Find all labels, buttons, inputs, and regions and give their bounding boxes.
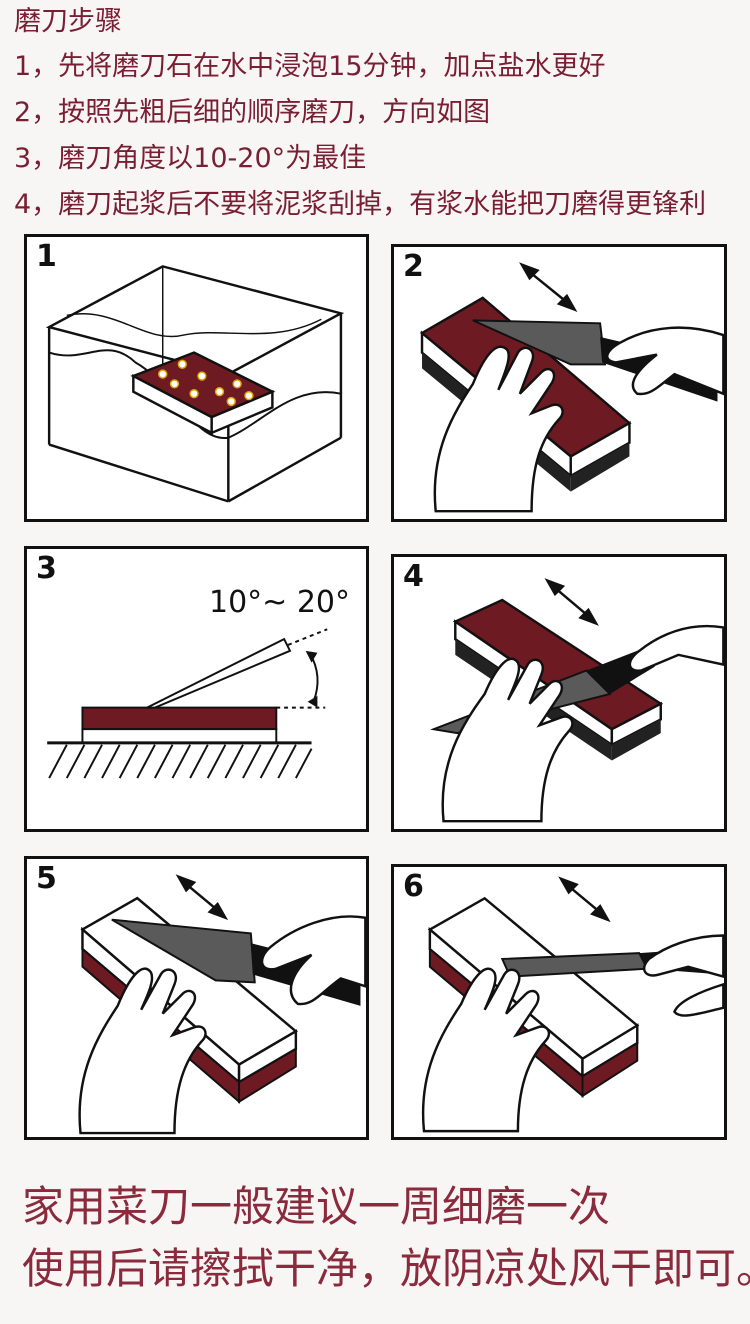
- double-arrow-icon: [544, 578, 599, 626]
- care-notes: 家用菜刀一般建议一周细磨一次 使用后请擦拭干净，放阴凉处风干即可。: [22, 1176, 750, 1300]
- panel-1-soak: 1: [24, 234, 369, 522]
- care-note-line-2: 使用后请擦拭干净，放阴凉处风干即可。: [22, 1244, 750, 1293]
- panel-6-sharpen: 6: [391, 864, 727, 1140]
- panel-number: 1: [36, 239, 57, 274]
- angle-range-label: 10°~ 20°: [209, 585, 351, 620]
- panel-number: 5: [36, 861, 57, 896]
- step-2-text: 2，按照先粗后细的顺序磨刀，方向如图: [14, 97, 491, 128]
- sharpen-finish-illustration: [421, 876, 724, 1133]
- angle-diagram: [47, 628, 328, 779]
- panel-5-sharpen: 5: [24, 856, 369, 1140]
- panel-number: 3: [36, 551, 57, 586]
- care-note-line-1: 家用菜刀一般建议一周细磨一次: [22, 1182, 611, 1231]
- panel-4-sharpen: 4: [391, 554, 727, 832]
- panel-number: 6: [403, 869, 424, 904]
- double-arrow-icon: [519, 262, 578, 312]
- sharpen-fine-illustration: [430, 578, 724, 823]
- soaking-stone: [130, 351, 276, 435]
- step-3-text: 3，磨刀角度以10-20°为最佳: [14, 143, 367, 174]
- soak-illustration: [45, 265, 345, 503]
- sharpen-fine-side-illustration: [78, 874, 366, 1135]
- hand-right: [260, 915, 366, 1006]
- hand-right: [606, 326, 724, 396]
- page-title: 磨刀步骤: [14, 6, 122, 37]
- panel-number: 2: [403, 249, 424, 284]
- instructions-header: 磨刀步骤 1，先将磨刀石在水中浸泡15分钟，加点盐水更好 2，按照先粗后细的顺序…: [14, 2, 744, 228]
- hand-right: [642, 934, 724, 1017]
- sharpen-coarse-illustration: [419, 262, 724, 513]
- knife: [111, 918, 256, 984]
- panel-number: 4: [403, 559, 424, 594]
- hand-left: [433, 345, 564, 513]
- hand-left: [78, 967, 207, 1135]
- double-arrow-icon: [558, 876, 611, 923]
- hand-left: [421, 967, 551, 1133]
- step-1-text: 1，先将磨刀石在水中浸泡15分钟，加点盐水更好: [14, 51, 606, 82]
- hand-left: [441, 657, 574, 823]
- double-arrow-icon: [175, 874, 229, 921]
- hand-right: [628, 624, 724, 672]
- panel-2-sharpen: 2: [391, 244, 727, 522]
- panel-3-angle: 3 10°~ 20°: [24, 546, 369, 832]
- step-4-text: 4，磨刀起浆后不要将泥浆刮掉，有浆水能把刀磨得更锋利: [14, 189, 707, 220]
